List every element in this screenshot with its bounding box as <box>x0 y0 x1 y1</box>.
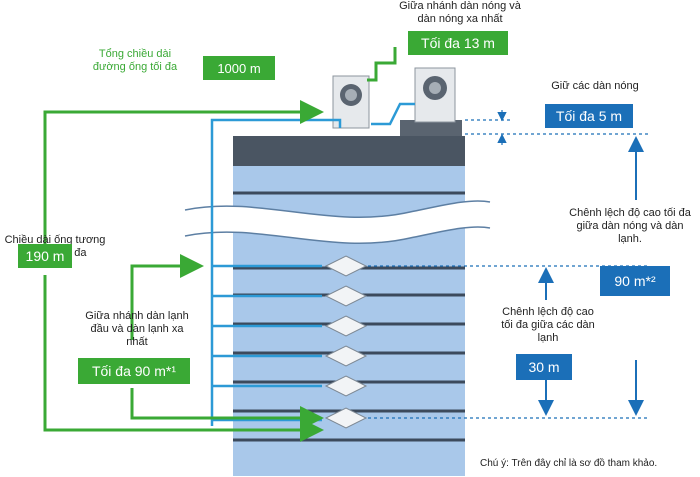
max-total-length-caption: Tổng chiều dài đường ống tối đa <box>92 48 178 73</box>
indoor-height-value: 30 m <box>516 354 572 380</box>
outdoor-branch-caption: Giữa nhánh dàn nóng và dàn nóng xa nhất <box>399 0 521 25</box>
refrigerant-pipes <box>210 102 415 426</box>
outdoor-unit-2 <box>414 67 456 123</box>
green-routes <box>43 47 397 442</box>
between-outdoor-value: Tối đa 5 m <box>545 104 633 128</box>
indoor-branch-caption: Giữa nhánh dàn lạnh đầu và dàn lạnh xa n… <box>85 310 189 348</box>
outdoor-branch-value: Tối đa 13 m <box>408 31 508 55</box>
footnote: Chú ý: Trên đây chỉ là sơ đồ tham khảo. <box>480 458 658 469</box>
max-total-length-value: 1000 m <box>203 56 275 80</box>
equivalent-length-value: 190 m <box>18 244 72 268</box>
outdoor-indoor-height-caption: Chênh lệch độ cao tối đa giữa dàn nóng v… <box>569 207 691 245</box>
outdoor-indoor-height-value: 90 m*² <box>600 266 670 296</box>
indoor-branch-value: Tối đa 90 m*¹ <box>78 358 190 384</box>
indoor-height-caption: Chênh lệch độ cao tối đa giữa các dàn lạ… <box>501 306 595 344</box>
between-outdoor-caption: Giữ các dàn nóng <box>551 80 639 92</box>
indoor-units <box>324 255 368 429</box>
